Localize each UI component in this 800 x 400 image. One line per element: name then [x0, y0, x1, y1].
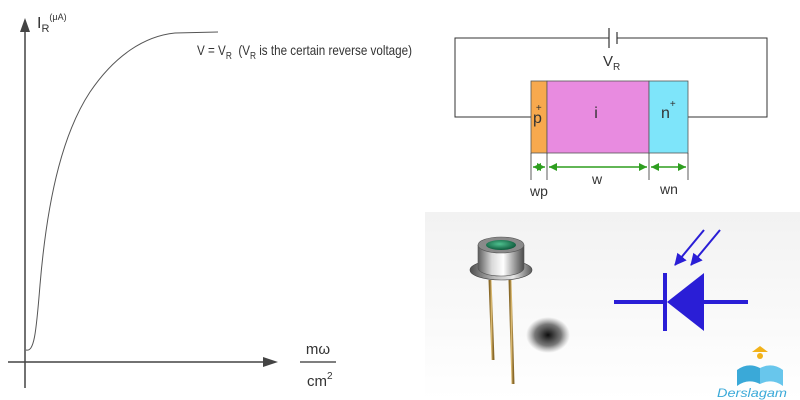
lead-left: [488, 279, 495, 361]
package-lens: [486, 240, 516, 250]
width-dimensions: wp w wn: [529, 153, 689, 199]
book-logo-icon: [737, 346, 783, 386]
light-arrow-2-icon: [690, 229, 721, 266]
y-axis-arrow-icon: [20, 18, 30, 32]
p-region-label: p+: [533, 103, 542, 127]
condition-annotation: V = VR (VR is the certain reverse voltag…: [197, 42, 412, 62]
i-region-label: i: [594, 105, 598, 122]
wp-label: wp: [529, 183, 548, 199]
symbol-triangle: [667, 273, 704, 331]
n-region-label: n+: [661, 99, 676, 122]
x-axis-arrow-icon: [263, 357, 278, 367]
watermark-logo: Derslagam: [717, 346, 787, 400]
x-unit-denominator: cm2: [307, 371, 333, 390]
w-label: w: [591, 171, 603, 187]
source-voltage-label: VR: [603, 53, 620, 73]
n-region: [648, 80, 689, 154]
package-can-body: [477, 244, 525, 277]
i-region: [546, 80, 650, 154]
irradiance-graph: IR(μA) V = VR (VR is the certain reverse…: [8, 12, 412, 390]
light-arrow-1-icon: [674, 229, 705, 266]
x-axis-unit: mω cm2: [300, 341, 336, 390]
lead-right: [508, 279, 515, 385]
y-axis-label: IR(μA): [37, 12, 67, 35]
pin-diode-circuit: VR p+ i n+ wp w wn: [454, 28, 768, 199]
current-curve: [25, 31, 219, 351]
package-shadow: [526, 317, 570, 353]
x-unit-numerator: mω: [306, 341, 330, 358]
photodiode-package-illustration: [469, 236, 570, 385]
circuit-wire: [454, 37, 768, 118]
watermark-text: Derslagam: [717, 386, 787, 400]
wn-label: wn: [659, 181, 678, 197]
photodiode-schematic-symbol: [614, 229, 748, 331]
